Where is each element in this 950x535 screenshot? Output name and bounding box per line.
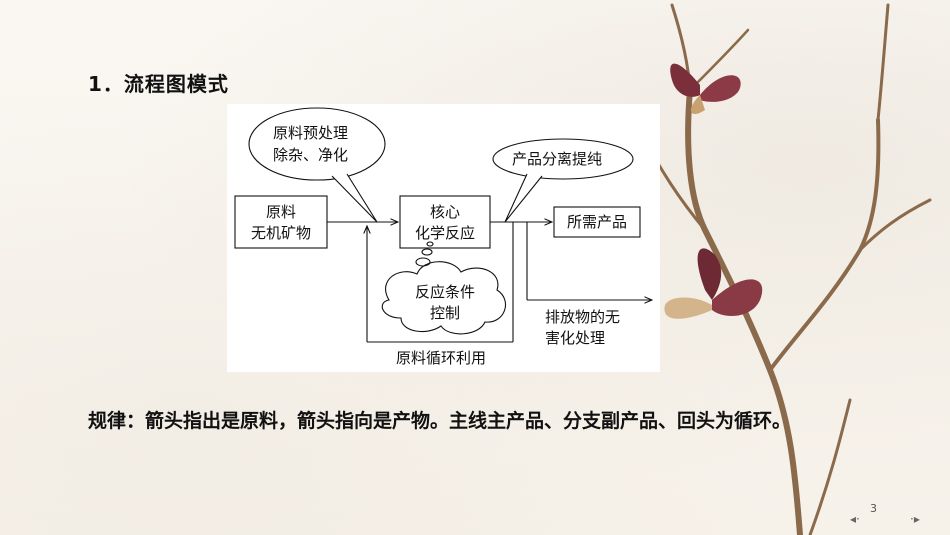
condition-cloud [381, 261, 506, 335]
separate-label: 产品分离提纯 [512, 150, 603, 168]
core-label-2: 化学反应 [414, 224, 475, 242]
pretreat-bubble [248, 107, 386, 181]
butterfly-top [670, 63, 741, 115]
butterfly-bottom [664, 248, 763, 319]
rule-text: 规律：箭头指出是原料，箭头指向是产物。主线主产品、分支副产品、回头为循环。 [88, 410, 792, 432]
next-slide-button[interactable]: ·▸ [910, 512, 920, 526]
waste-label-2: 害化处理 [545, 329, 606, 347]
cloud-label-2: 控制 [429, 304, 460, 322]
page-number: 3 [870, 502, 877, 515]
pretreat-label-2: 除杂、净化 [273, 146, 349, 164]
cloud-label-1: 反应条件 [414, 283, 475, 301]
product-label: 所需产品 [566, 213, 627, 231]
recycle-label: 原料循环利用 [395, 349, 486, 367]
raw-label-2: 无机矿物 [250, 224, 311, 242]
waste-label-1: 排放物的无 [545, 308, 621, 326]
raw-label-1: 原料 [265, 203, 296, 221]
flowchart-diagram: 原料预处理 除杂、净化 产品分离提纯 原料 无机矿物 核心 化学反应 所需产品 … [227, 104, 660, 372]
pretreat-label-1: 原料预处理 [273, 124, 349, 142]
separate-bubble [492, 138, 634, 180]
prev-slide-button[interactable]: ◂· [850, 512, 860, 526]
core-label-1: 核心 [429, 203, 460, 221]
section-heading: 1．流程图模式 [88, 72, 229, 96]
product-box [553, 206, 641, 238]
